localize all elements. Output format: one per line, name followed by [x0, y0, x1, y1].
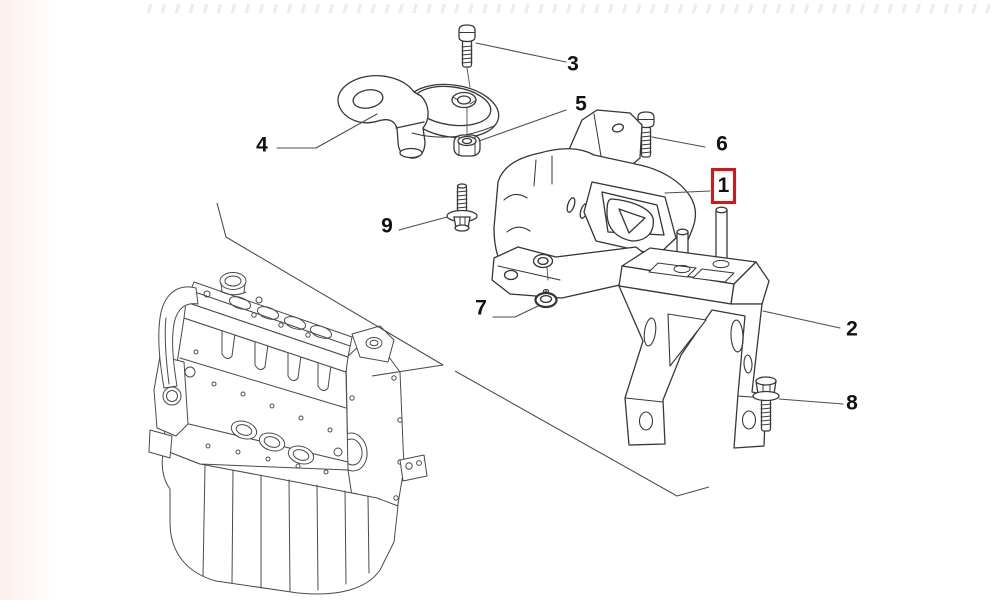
callout-4[interactable]: 4: [256, 133, 268, 157]
callout-6[interactable]: 6: [716, 132, 728, 156]
torque-arm-bracket-drawing: [337, 75, 500, 159]
washer-7-drawing: [534, 289, 558, 309]
engine-block-drawing: [148, 272, 428, 595]
bolt-6-drawing: [637, 111, 655, 158]
support-bracket-drawing: [618, 206, 770, 449]
callout-3[interactable]: 3: [567, 52, 579, 76]
callout-1-selected[interactable]: 1: [711, 168, 736, 204]
callout-2[interactable]: 2: [846, 317, 858, 341]
callout-1-label: 1: [717, 174, 730, 197]
engine-pointer-lines: [216, 202, 710, 497]
callout-9[interactable]: 9: [381, 214, 393, 238]
callout-5[interactable]: 5: [575, 92, 587, 116]
callout-leader-lines: [276, 42, 844, 405]
callout-7[interactable]: 7: [475, 296, 487, 320]
bolt-3-drawing: [458, 24, 476, 68]
callout-8[interactable]: 8: [846, 391, 858, 415]
bolt-8-drawing: [752, 376, 780, 432]
bolt-9-drawing: [446, 183, 478, 232]
nut-5-drawing: [453, 134, 481, 157]
